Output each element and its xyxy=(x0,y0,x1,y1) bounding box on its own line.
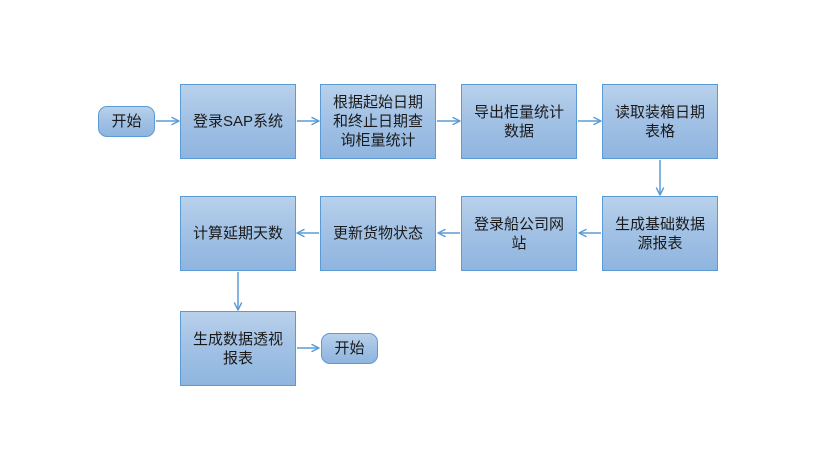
flow-node-generate-pivot-report: 生成数据透视 报表 xyxy=(180,311,296,386)
flow-node-read-packing-date: 读取装箱日期 表格 xyxy=(602,84,718,159)
flow-node-login-sap: 登录SAP系统 xyxy=(180,84,296,159)
flow-node-calc-delay-days: 计算延期天数 xyxy=(180,196,296,271)
flow-node-export-stats-data: 导出柜量统计 数据 xyxy=(461,84,577,159)
flow-node-start-terminator: 开始 xyxy=(98,106,155,137)
flow-node-end-terminator: 开始 xyxy=(321,333,378,364)
flow-node-query-container-stats: 根据起始日期 和终止日期查 询柜量统计 xyxy=(320,84,436,159)
flow-node-generate-base-report: 生成基础数据 源报表 xyxy=(602,196,718,271)
flow-node-update-cargo-status: 更新货物状态 xyxy=(320,196,436,271)
flow-node-login-shipping-site: 登录船公司网 站 xyxy=(461,196,577,271)
